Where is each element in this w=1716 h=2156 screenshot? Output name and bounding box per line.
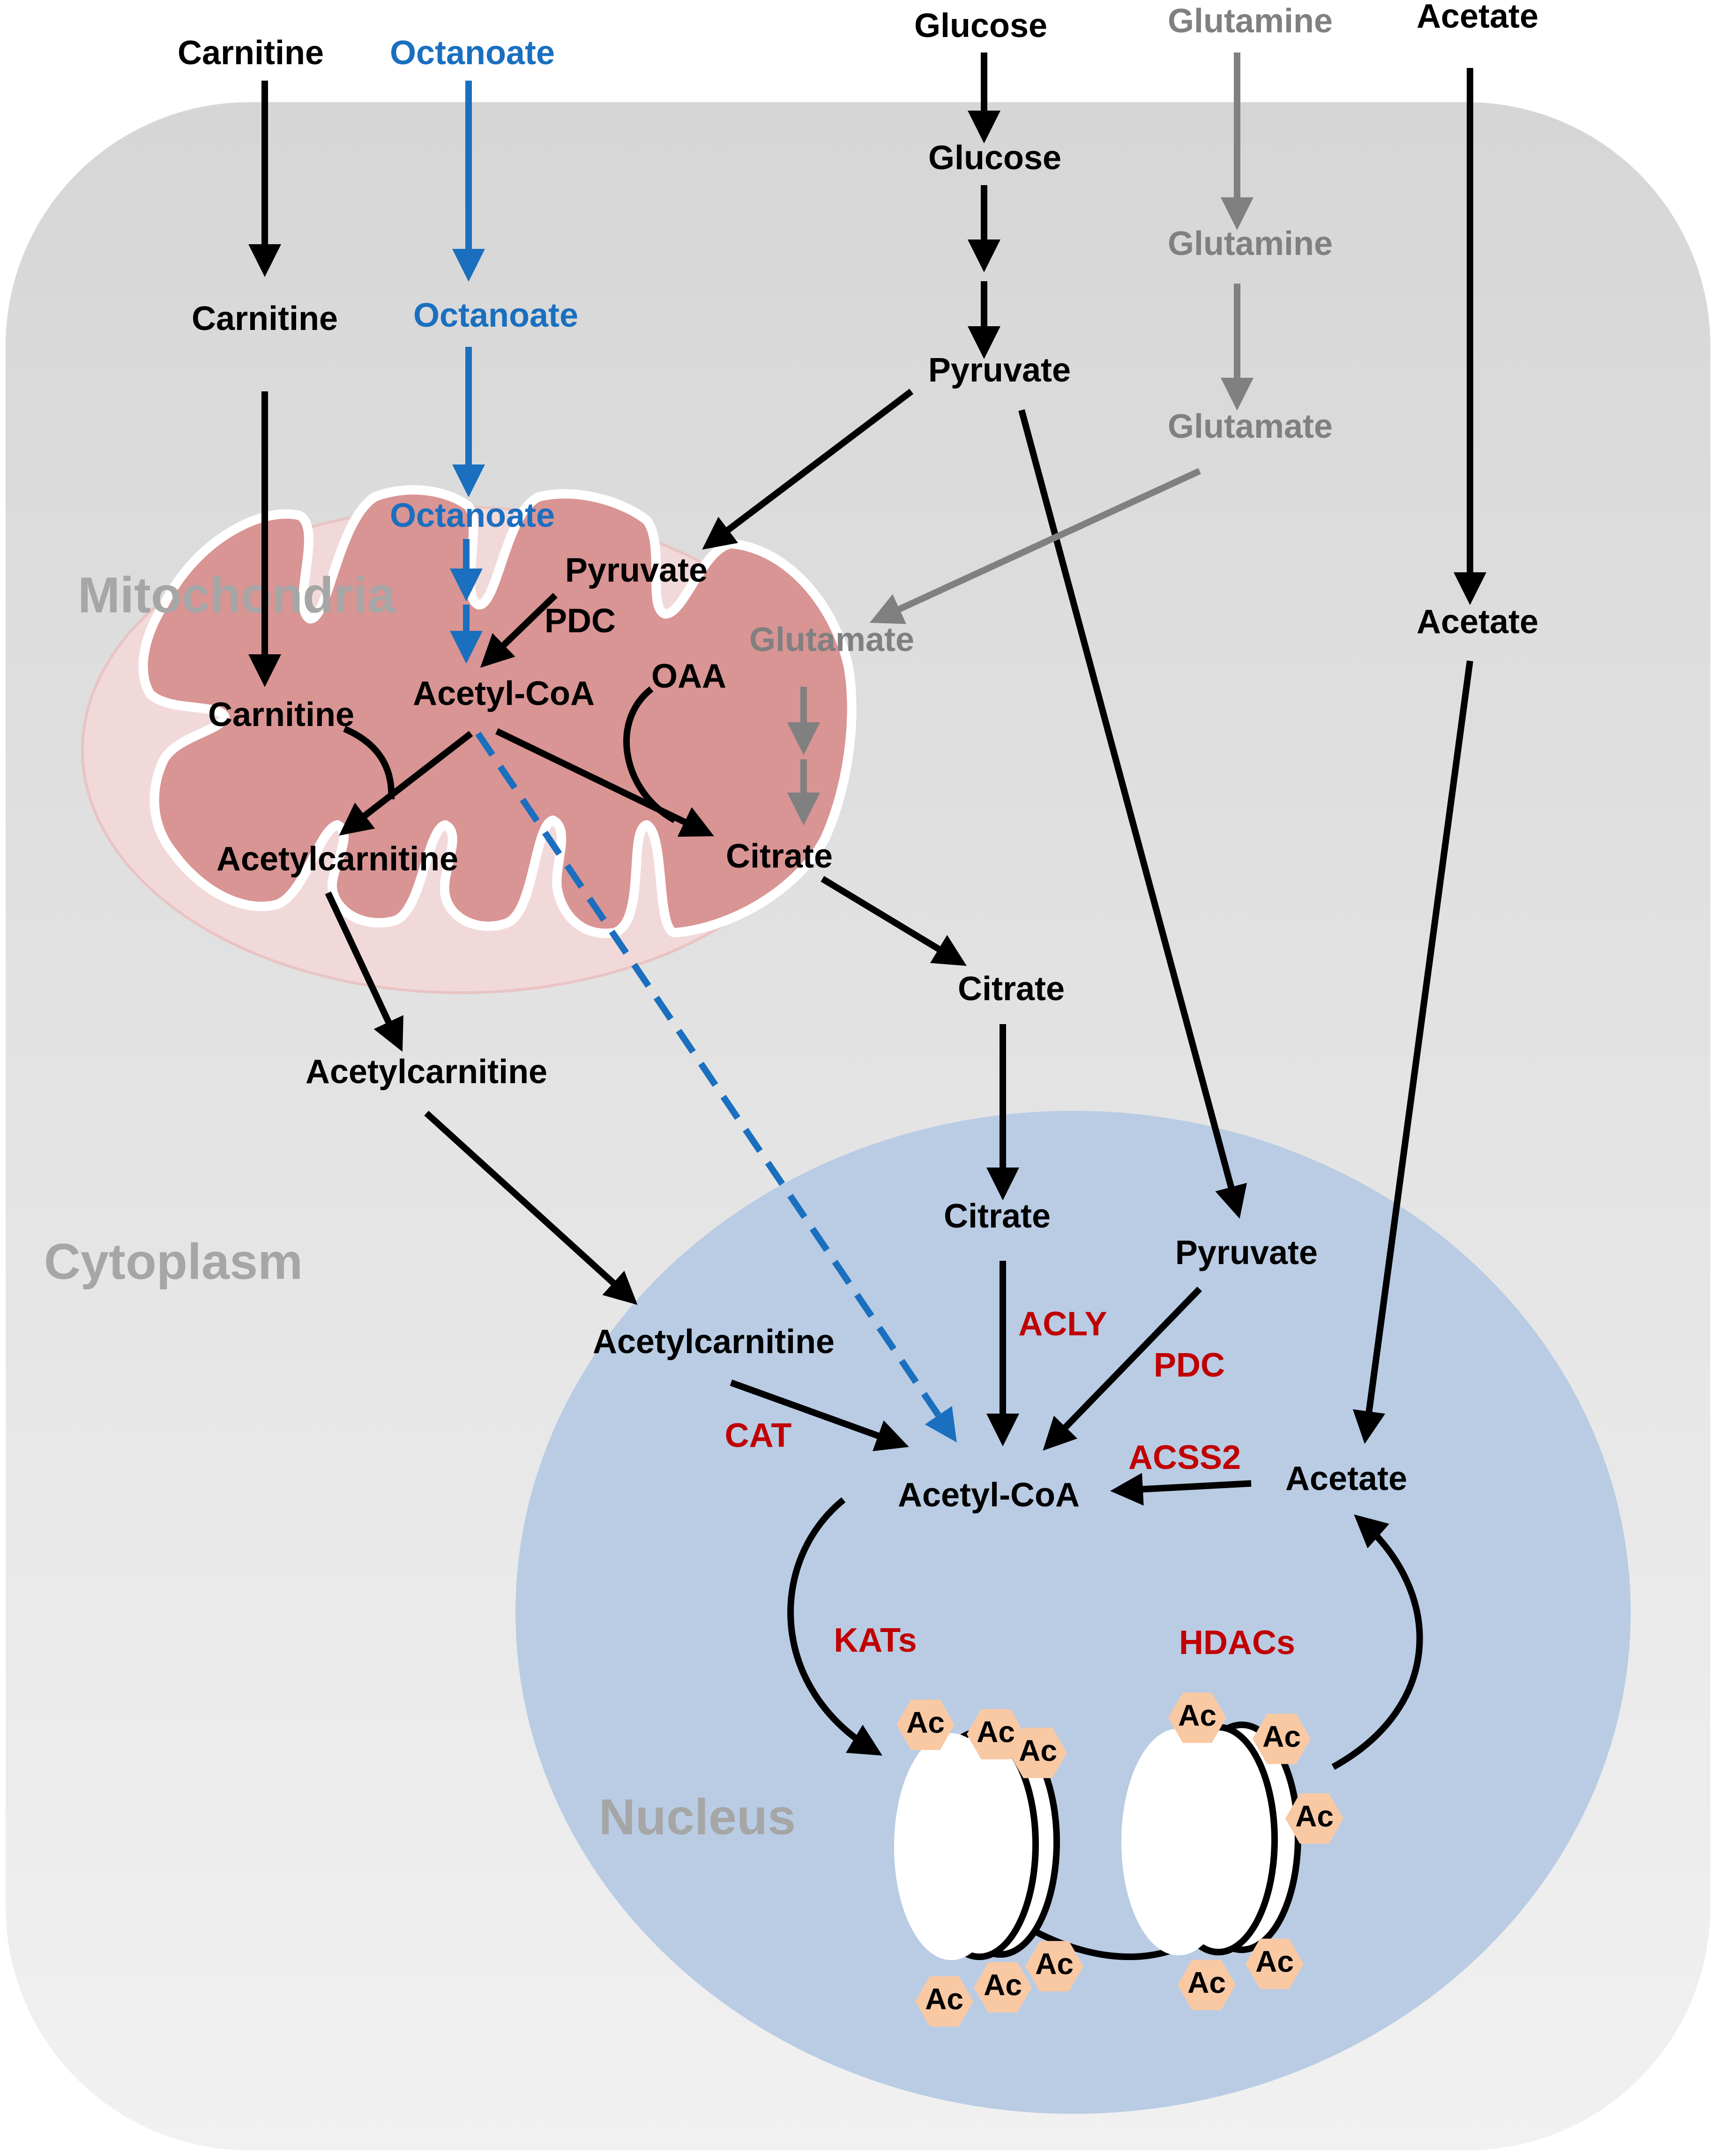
enzyme-cat: CAT [725, 1417, 792, 1454]
acetyl-label: Ac [1187, 1966, 1226, 1999]
metabolite-glucose-cytoplasm: Glucose [928, 139, 1061, 177]
metabolite-glutamate-cytoplasm: Glutamate [1168, 408, 1333, 445]
metabolite-carnitine-mito: Carnitine [208, 696, 354, 734]
acetyl-mark: Ac [1009, 1728, 1067, 1778]
enzyme-acss2: ACSS2 [1128, 1439, 1241, 1476]
acetyl-hexagon [974, 1962, 1032, 2013]
acetyl-hexagon [1178, 1960, 1236, 2010]
arrow-acetylcarnitine-export [325, 891, 403, 1052]
metabolite-citrate-cytoplasm: Citrate [958, 970, 1065, 1008]
acetyl-hexagon [1285, 1793, 1343, 1844]
arrow-glutamate-to-mito [869, 468, 1201, 624]
arrow-pyruvate-to-mito [702, 389, 914, 550]
arrow-pdc-reaction [480, 592, 558, 668]
acetyl-label: Ac [1019, 1734, 1057, 1767]
metabolite-glutamine-external: Glutamine [1168, 2, 1333, 40]
arrow-carnitine-cotransfer [343, 726, 395, 800]
acetyl-label: Ac [977, 1715, 1015, 1749]
acetyl-label: Ac [925, 1982, 963, 2016]
mitochondrion [81, 485, 857, 994]
metabolite-pyruvate-nucleus: Pyruvate [1175, 1234, 1318, 1272]
acetyl-label: Ac [1295, 1799, 1334, 1833]
acetyl-label: Ac [906, 1706, 945, 1739]
metabolite-carnitine-external: Carnitine [178, 34, 324, 72]
arrow-hdacs-deacetylation [1331, 1514, 1423, 1770]
acetyl-mark: Ac [1253, 1714, 1311, 1764]
metabolite-carnitine-cytoplasm: Carnitine [192, 300, 338, 337]
histone-disc [1121, 1729, 1236, 1955]
acetyl-label: Ac [1255, 1945, 1294, 1978]
cytoplasm-label: Cytoplasm [44, 1233, 303, 1290]
acetyl-label: Ac [1035, 1947, 1074, 1981]
acetyl-hexagon [915, 1976, 973, 2027]
metabolite-acetate-external: Acetate [1417, 0, 1538, 35]
enzyme-hdacs: HDACs [1179, 1624, 1295, 1662]
metabolite-octanoate-external: Octanoate [390, 34, 555, 72]
metabolite-acetylcarnitine-cytoplasm: Acetylcarnitine [306, 1053, 547, 1091]
acetyl-mark: Ac [1025, 1941, 1083, 1991]
arrow-acetylcarnitine-to-nucleus [424, 1110, 638, 1305]
arrow-acss2-reaction [1110, 1473, 1252, 1506]
arrow-pyruvate-to-nucleus [1018, 409, 1247, 1219]
nucleus-label: Nucleus [599, 1789, 796, 1845]
mitochondria-inner-membrane [138, 485, 857, 938]
arrow-nuclear-pdc-reaction [1043, 1287, 1202, 1451]
metabolite-acetylcoa-mito: Acetyl-CoA [413, 675, 595, 712]
enzyme-pdc-mito: PDC [545, 602, 616, 640]
arrow-oaa-condensation [623, 686, 677, 823]
metabolite-acetate-nucleus: Acetate [1285, 1460, 1407, 1497]
acetyl-mark: Ac [1285, 1793, 1343, 1844]
metabolite-acetylcoa-nucleus: Acetyl-CoA [898, 1476, 1080, 1514]
metabolite-octanoate-mito: Octanoate [390, 497, 555, 534]
acetyl-label: Ac [1262, 1720, 1301, 1753]
acetyl-hexagon [896, 1699, 955, 1750]
arrow-cat-reaction [730, 1379, 909, 1452]
arrow-acetylcoa-to-acetylcarnitine [339, 731, 473, 836]
arrow-acetate-to-nucleus [1352, 660, 1473, 1444]
acetyl-hexagon [1009, 1728, 1067, 1778]
metabolite-citrate-nucleus: Citrate [944, 1198, 1051, 1235]
acetyl-hexagon [1246, 1939, 1304, 1989]
acetyl-mark: Ac [974, 1962, 1032, 2013]
acetyl-mark: Ac [896, 1699, 955, 1750]
acetyl-mark: Ac [915, 1976, 973, 2027]
acetyl-mark: Ac [1178, 1960, 1236, 2010]
histone-disc [894, 1733, 1008, 1960]
acetyl-mark: Ac [1246, 1939, 1304, 1989]
mitochondria-label: Mitochondria [78, 567, 396, 623]
metabolite-acetylcarnitine-mito: Acetylcarnitine [216, 840, 458, 878]
acetyl-hexagon [1168, 1692, 1226, 1743]
metabolite-acetylcarnitine-nucleus: Acetylcarnitine [593, 1323, 835, 1361]
pathway-arrows [248, 52, 1486, 1960]
metabolite-glucose-external: Glucose [914, 7, 1047, 45]
enzyme-pdc-nucleus: PDC [1154, 1347, 1225, 1384]
metabolite-octanoate-cytoplasm: Octanoate [413, 297, 578, 334]
nucleosome-right [1121, 1722, 1301, 1955]
acetyl-label: Ac [1178, 1699, 1216, 1732]
acetyl-mark: Ac [1168, 1692, 1226, 1743]
acetyl-hexagon [1253, 1714, 1311, 1764]
metabolite-pyruvate-mito: Pyruvate [565, 552, 708, 589]
enzyme-acly: ACLY [1018, 1305, 1107, 1343]
nucleosome-left [894, 1726, 1060, 1960]
acetyl-hexagon [1025, 1941, 1083, 1991]
acetyl-hexagon [967, 1709, 1025, 1759]
nucleus-region [515, 1111, 1631, 2114]
metabolite-citrate-mito: Citrate [726, 838, 833, 875]
metabolite-oaa-mito: OAA [651, 658, 726, 695]
acetyl-label: Ac [984, 1968, 1022, 2002]
metabolite-pyruvate-cytoplasm: Pyruvate [928, 352, 1071, 389]
metabolite-glutamate-mito: Glutamate [749, 621, 914, 659]
metabolite-glutamine-cytoplasm: Glutamine [1168, 225, 1333, 262]
metabolite-acetate-cytoplasm: Acetate [1417, 603, 1538, 641]
enzyme-kats: KATs [834, 1622, 917, 1659]
acetyl-mark: Ac [967, 1709, 1025, 1759]
arrow-citrate-export [821, 876, 967, 966]
arrow-kats-acetylation [787, 1497, 882, 1756]
arrow-acetylcoa-shuttle-dashed [475, 732, 957, 1443]
